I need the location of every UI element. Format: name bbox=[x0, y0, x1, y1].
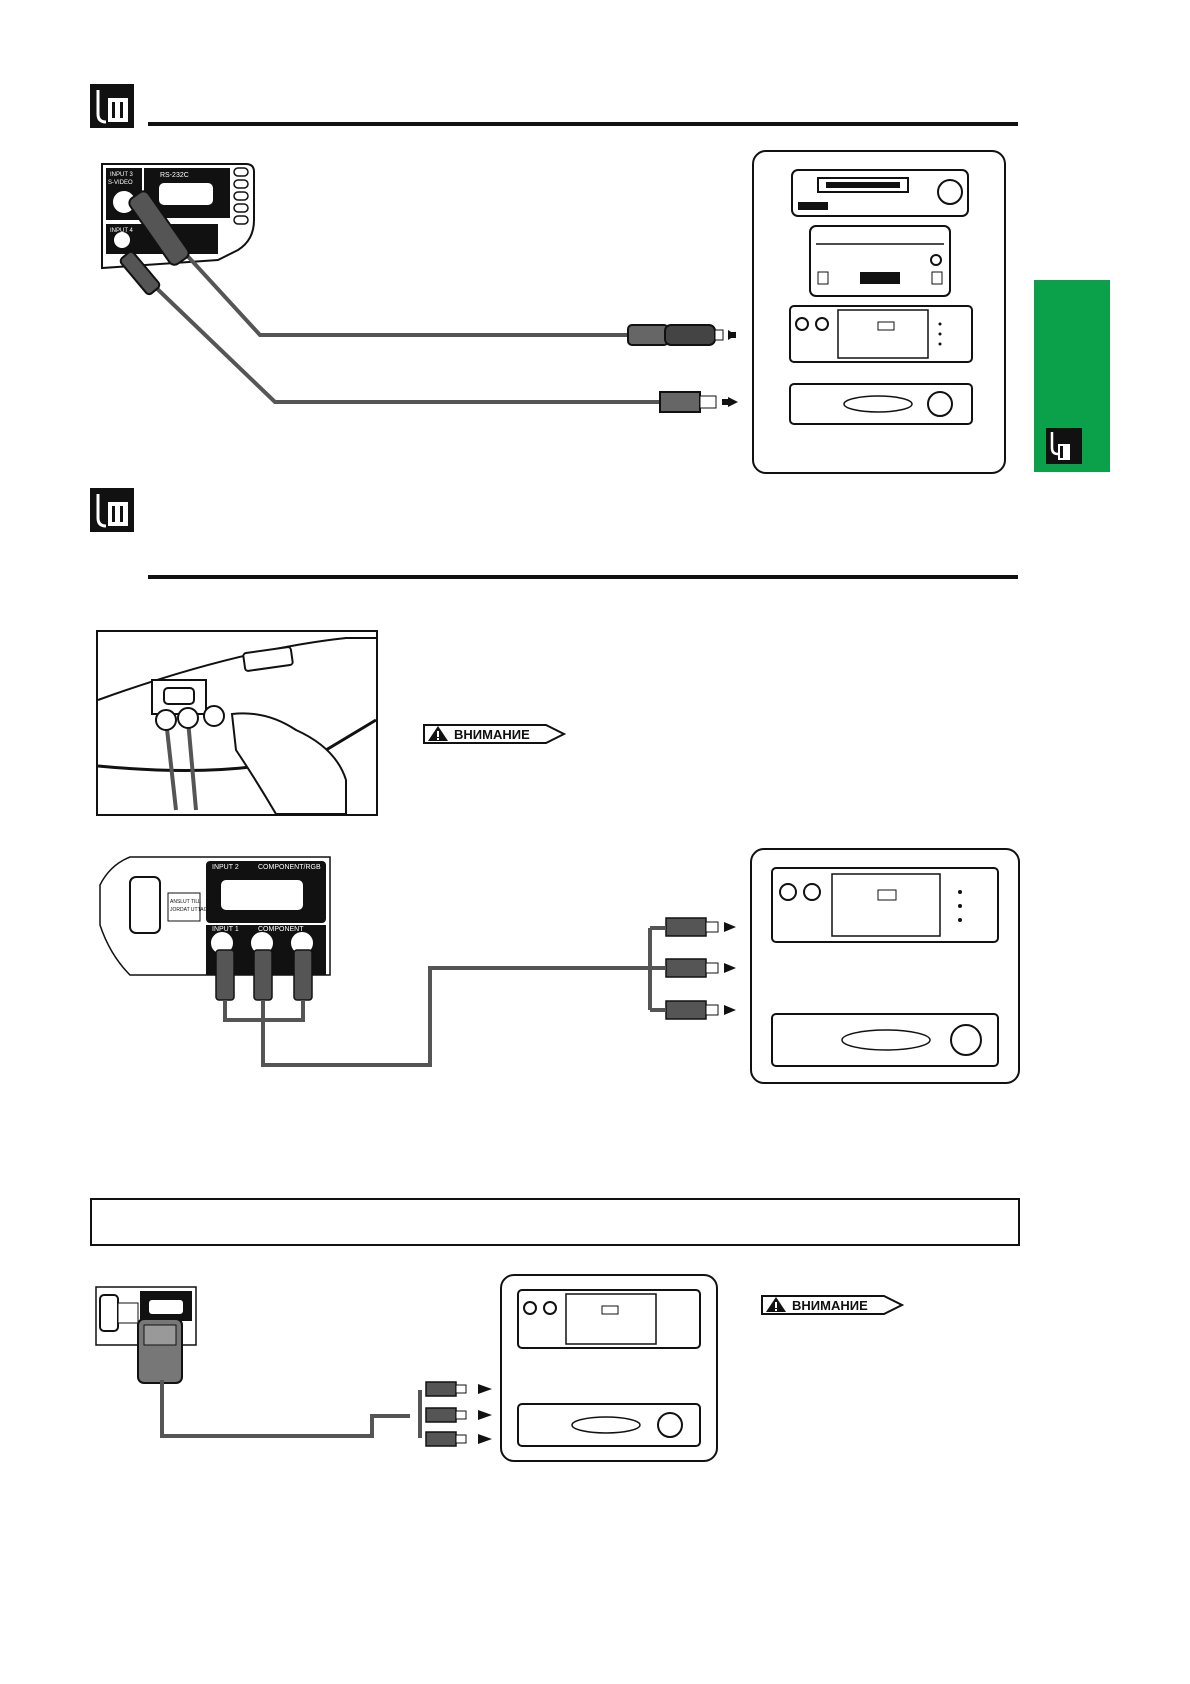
vcr-icon bbox=[791, 169, 969, 217]
input1-label: INPUT 1 bbox=[212, 926, 239, 933]
svideo-label: S-VIDEO bbox=[108, 180, 133, 186]
dvd-player-icon-2 bbox=[771, 867, 999, 943]
component-label: COMPONENT bbox=[258, 926, 304, 933]
note-box bbox=[90, 1198, 1020, 1246]
dtv-decoder-icon-3 bbox=[517, 1403, 701, 1447]
component-rgb-label: COMPONENT/RGB bbox=[258, 864, 321, 871]
dvd-player-icon-3 bbox=[517, 1289, 701, 1349]
input3-label: INPUT 3 bbox=[110, 172, 134, 178]
warning-label: ВНИМАНИЕ bbox=[454, 727, 530, 742]
input4-label: INPUT 4 bbox=[110, 228, 134, 234]
dvd-player-icon bbox=[789, 305, 973, 363]
projector-rear-hand-illustration bbox=[96, 630, 378, 816]
rgb-devices-box bbox=[500, 1274, 718, 1462]
input2-label: INPUT 2 bbox=[212, 864, 239, 871]
chapter-tab bbox=[1034, 280, 1110, 472]
warning-banner: ВНИМАНИЕ bbox=[423, 724, 566, 744]
dtv-decoder-icon-2 bbox=[771, 1013, 999, 1067]
component-cable bbox=[215, 917, 736, 1067]
rgb-to-component-cable bbox=[160, 1380, 492, 1447]
connection-tab-icon bbox=[1046, 428, 1082, 464]
laserdisc-player-icon bbox=[809, 225, 951, 297]
connection-section-icon bbox=[90, 84, 134, 128]
section-1-divider bbox=[148, 122, 1018, 126]
dtv-decoder-icon bbox=[789, 383, 973, 425]
ansluttill-label: ANSLUT TILL bbox=[170, 899, 201, 905]
svideo-and-video-cables bbox=[119, 190, 738, 413]
warning-banner-2: ВНИМАНИЕ bbox=[761, 1295, 904, 1315]
section-2-divider bbox=[148, 575, 1018, 579]
warning-label-2: ВНИМАНИЕ bbox=[792, 1298, 868, 1313]
component-devices-box bbox=[750, 848, 1020, 1084]
jordat-label: JORDAT UTTAG bbox=[170, 907, 208, 913]
av-devices-box bbox=[752, 150, 1006, 474]
rs232c-label: RS-232C bbox=[160, 172, 189, 179]
connection-section-icon-2 bbox=[90, 488, 134, 532]
